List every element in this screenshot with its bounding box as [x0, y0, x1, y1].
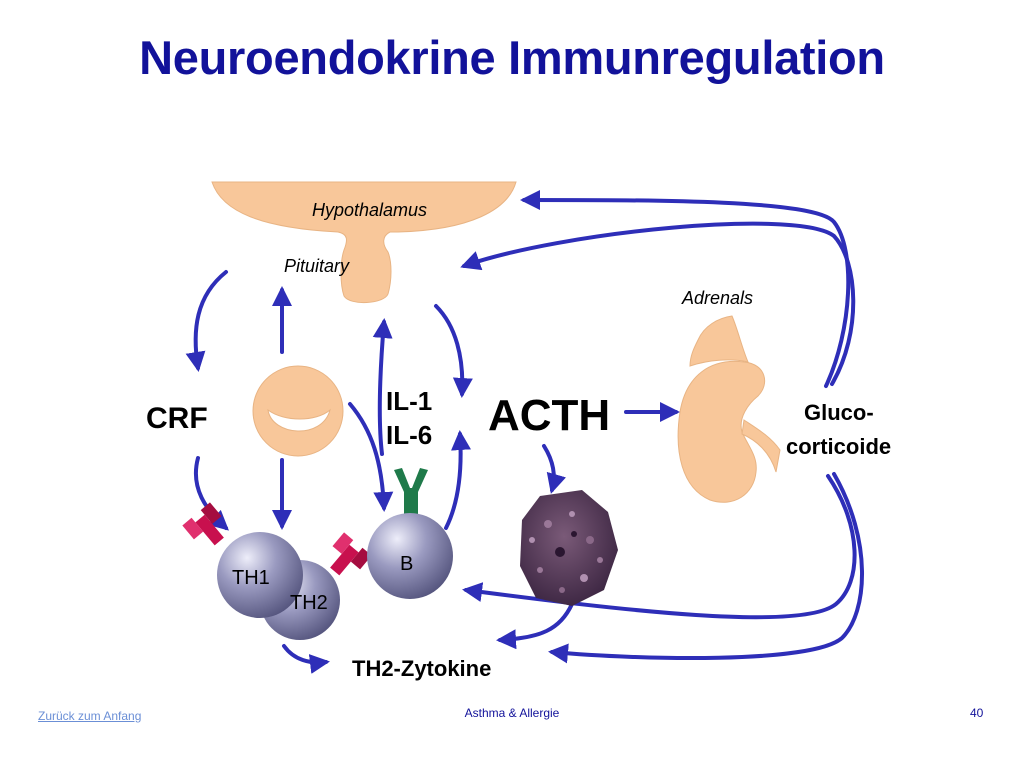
granulocyte-cell — [520, 490, 618, 606]
arrow-gluco-to-b-cell — [462, 474, 857, 620]
arrow-acth-to-granulocyte — [542, 444, 567, 494]
th1-label: TH1 — [232, 567, 270, 589]
page-number: 40 — [970, 706, 984, 720]
slide-title: Neuroendokrine Immunregulation — [139, 31, 885, 84]
arrow-hypothalamus-to-crf — [185, 270, 228, 372]
th1-cell — [217, 532, 303, 618]
adrenal-gland — [689, 315, 749, 367]
th2-cytokines-label: TH2-Zytokine — [352, 656, 491, 681]
arrow-gluco-to-pituitary — [460, 221, 856, 386]
arrow-il-to-b-cell — [348, 402, 394, 512]
central-cell-notch — [267, 408, 331, 432]
pituitary-label: Pituitary — [284, 256, 350, 276]
b-cell — [367, 513, 453, 599]
th1-receptor — [182, 502, 224, 546]
arrow-b-cell-to-il — [444, 430, 471, 530]
footer-center-text: Asthma & Allergie — [464, 706, 560, 720]
th2-receptor — [330, 532, 372, 576]
arrows-group — [185, 190, 864, 674]
arrow-il-to-pituitary — [372, 318, 393, 456]
arrow-th2-to-cytokine — [282, 644, 330, 674]
arrow-gluco-to-cytokine — [548, 472, 864, 664]
hypothalamus-label: Hypothalamus — [312, 200, 427, 220]
il1-label: IL-1 — [386, 386, 432, 416]
acth-label: ACTH — [488, 391, 610, 440]
back-to-start-link[interactable]: Zurück zum Anfang — [38, 709, 142, 723]
b-cell-label: B — [400, 553, 413, 575]
ureter — [741, 419, 781, 473]
hypothalamus-shape — [211, 181, 517, 303]
kidney-shape — [677, 360, 766, 503]
glucocorticoid-label-line1: Gluco- — [804, 400, 874, 425]
crf-label: CRF — [146, 402, 208, 435]
il6-label: IL-6 — [386, 420, 432, 450]
arrow-crf-to-th1 — [193, 456, 229, 531]
th2-label: TH2 — [290, 592, 328, 614]
glucocorticoid-label-line2: corticoide — [786, 434, 891, 459]
arrow-granulocyte-to-cytokine — [496, 602, 574, 650]
central-cell — [252, 365, 344, 457]
arrow-pituitary-to-il — [434, 304, 473, 398]
adrenals-label: Adrenals — [681, 288, 753, 308]
arrow-gluco-to-hypothalamus — [520, 190, 851, 388]
